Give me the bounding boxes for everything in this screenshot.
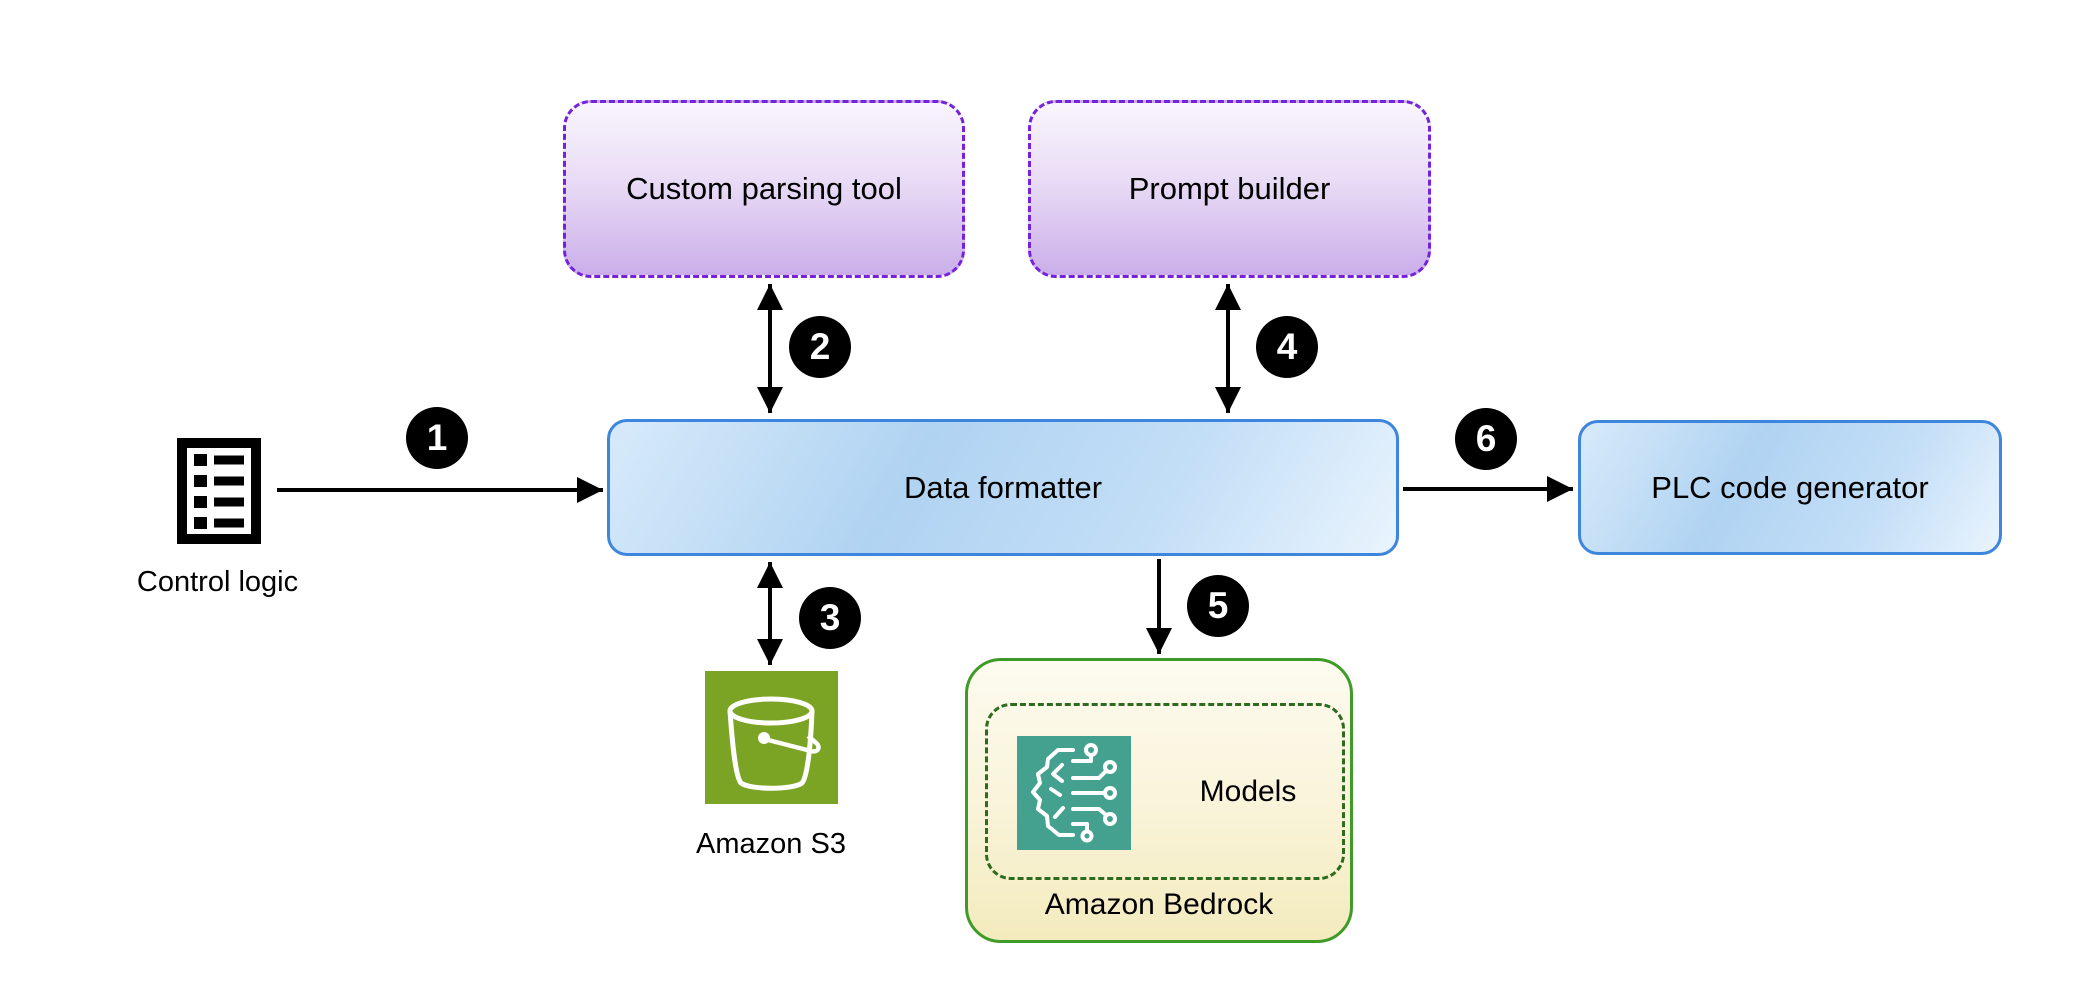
step-badge-5: 5 <box>1187 575 1249 637</box>
amazon-bedrock-label: Amazon Bedrock <box>1044 888 1274 921</box>
step-badge-1: 1 <box>406 407 468 469</box>
control-logic-document-icon <box>177 438 261 544</box>
bedrock-models-group: Models <box>985 703 1345 880</box>
node-data-formatter: Data formatter <box>607 419 1399 556</box>
node-amazon-bedrock: Models Amazon Bedrock <box>965 658 1353 943</box>
step-badge-4: 4 <box>1256 316 1318 378</box>
control-logic-label: Control logic <box>136 566 299 598</box>
custom-parsing-tool-label: Custom parsing tool <box>626 171 902 206</box>
node-custom-parsing-tool: Custom parsing tool <box>563 100 965 278</box>
bedrock-models-label: Models <box>1199 774 1297 808</box>
node-plc-code-generator: PLC code generator <box>1578 420 2002 555</box>
s3-bucket-icon <box>705 671 838 804</box>
step-badge-2: 2 <box>789 316 851 378</box>
plc-code-generator-label: PLC code generator <box>1651 469 1929 505</box>
step-badge-6: 6 <box>1455 408 1517 470</box>
bedrock-models-icon <box>1017 736 1131 850</box>
step-badge-3: 3 <box>799 587 861 649</box>
data-formatter-label: Data formatter <box>903 469 1103 505</box>
node-prompt-builder: Prompt builder <box>1028 100 1431 278</box>
amazon-s3-label: Amazon S3 <box>696 828 846 860</box>
prompt-builder-label: Prompt builder <box>1128 171 1331 206</box>
